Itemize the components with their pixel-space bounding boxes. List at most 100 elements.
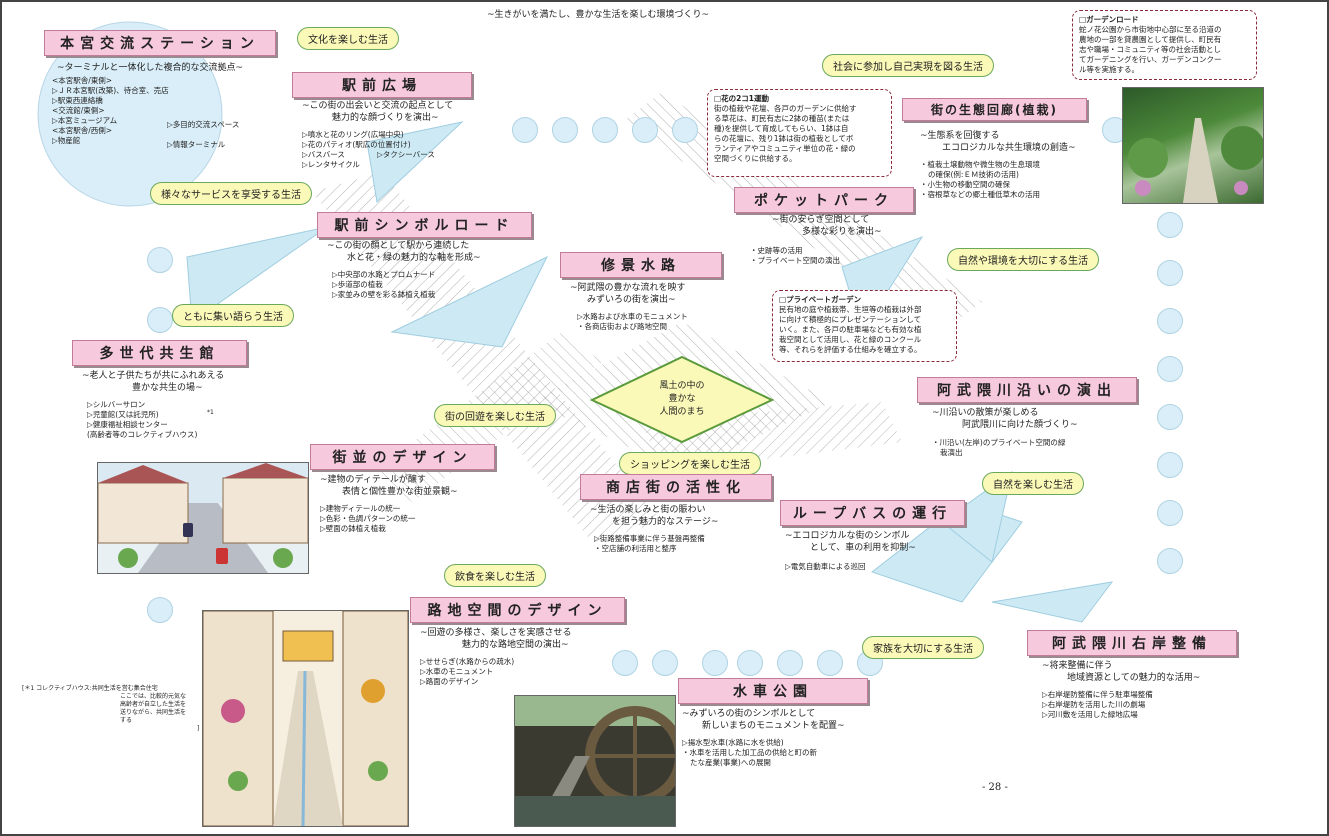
abukuma-subtitle-1: ~川沿いの散策が楽しめる — [932, 408, 1039, 418]
symbol-subtitle-1: ~この街の顔として駅から連続した — [327, 241, 470, 251]
route-dot — [612, 650, 638, 676]
section-title-suisha: 水車公園 — [678, 678, 868, 704]
pocket-subtitle-2: 多様な彩りを演出~ — [802, 227, 882, 237]
abukuma-list: ・川沿い(左岸)のプライベート空間の緑 栽演出 — [932, 438, 1066, 457]
tasedai-subtitle-1: ~老人と子供たちが共にふれあえる — [82, 371, 225, 381]
note-hana: □花の2コ1運動 街の植栽や花壇、各戸のガーデンに供給す る草花は、町民有志に2… — [707, 89, 892, 177]
ekimae-list: ▷噴水と花のリング(広場中央) ▷花のパティオ(駅広の位置付け) ▷バスバース … — [302, 130, 411, 169]
route-dot — [737, 650, 763, 676]
route-dot — [1157, 212, 1183, 238]
hongu-list: <本宮駅舎/東側> ▷ＪＲ本宮駅(改築)、待合室、売店 ▷駅東西連絡橋 <交流館… — [52, 76, 169, 145]
shukei-subtitle-1: ~阿武隈の豊かな流れを映す — [570, 283, 686, 293]
footnote: [＊1 コレクティブハウス:共同生活を営む集合住宅 ここでは、比較的元気な 高齢… — [22, 685, 200, 732]
route-dot — [1157, 356, 1183, 382]
suisha-subtitle-2: 新しいまちのモニュメントを配置~ — [702, 721, 845, 731]
section-title-shukei: 修景水路 — [560, 252, 722, 278]
route-dot — [1157, 404, 1183, 430]
hongu-subtitle: ~ターミナルと一体化した複合的な交流拠点~ — [57, 63, 244, 73]
route-dot — [702, 650, 728, 676]
center-concept: 風土の中の 豊かな 人間のまち — [647, 380, 717, 419]
street-illustration — [97, 462, 309, 574]
section-title-abukuma: 阿武隈川沿いの演出 — [917, 377, 1137, 403]
lifestyle-stroll: 街の回遊を楽しむ生活 — [434, 404, 556, 427]
route-dot — [147, 307, 173, 333]
triangle-1 — [366, 121, 464, 204]
page-number: - 28 - — [982, 782, 1008, 793]
triangle-3 — [390, 255, 549, 348]
section-title-loop-bus: ループバスの運行 — [780, 500, 965, 526]
shotengai-list: ▷街路整備事業に伴う基盤再整備 ・空店舗の利活用と整序 — [594, 534, 705, 553]
ekimae-list-b: ▷タクシーバース — [377, 150, 435, 159]
center-line-1: 風土の中の — [659, 381, 705, 391]
route-dot — [1157, 308, 1183, 334]
route-dot — [592, 117, 618, 143]
route-dot — [512, 117, 538, 143]
suisha-list: ▷揚水型水車(水路に水を供給) ・水車を活用した加工品の供給と町の新 たな産業(… — [682, 738, 817, 767]
lifestyle-food: 飲食を楽しむ生活 — [444, 564, 546, 587]
lifestyle-shopping: ショッピングを楽しむ生活 — [619, 452, 761, 475]
route-dot — [817, 650, 843, 676]
section-title-ecology: 街の生態回廊(植栽) — [902, 98, 1087, 121]
ekimae-subtitle-2: 魅力的な顔づくりを演出~ — [332, 113, 439, 123]
pocket-subtitle-1: ~街の安らぎ空間として — [772, 215, 870, 225]
center-line-2: 豊かな — [668, 394, 696, 404]
loopbus-subtitle-1: ~エコロジカルな街のシンボル — [785, 531, 910, 541]
section-title-uganzen: 阿武隈川右岸整備 — [1027, 630, 1237, 656]
triangle-2 — [186, 226, 328, 323]
machinami-list: ▷建物ディテールの統一 ▷色彩・色調パターンの統一 ▷壁面の鉢植え植栽 — [320, 504, 416, 533]
roji-subtitle-1: ~回遊の多様さ、楽しさを実感させる — [420, 628, 572, 638]
hatch-band-nw — [312, 172, 662, 542]
route-dot — [147, 597, 173, 623]
route-dot — [652, 650, 678, 676]
roji-subtitle-2: 魅力的な路地空間の演出~ — [462, 640, 569, 650]
machinami-subtitle-1: ~建物のディテールが醸す — [320, 475, 426, 485]
pocket-list: ・史跡等の活用 ・プライベート空間の演出 — [750, 246, 840, 265]
section-title-machinami: 街並のデザイン — [310, 444, 495, 470]
shotengai-subtitle-2: を担う魅力的なステージ~ — [612, 517, 719, 527]
waterwheel-photo — [514, 695, 676, 827]
route-dot — [1157, 260, 1183, 286]
symbol-list: ▷中央部の水路とプロムナード ▷歩道部の植栽 ▷家並みの壁を彩る鉢植え植栽 — [332, 270, 436, 299]
uganzen-subtitle-2: 地域資源としての魅力的な活用~ — [1067, 673, 1201, 683]
alley-drawing — [203, 611, 408, 826]
abukuma-subtitle-2: 阿武隈川に向けた顔づくり~ — [962, 420, 1078, 430]
route-dot — [552, 117, 578, 143]
page-header: ~生きがいを満たし、豊かな生活を楽しむ環境づくり~ — [487, 10, 710, 20]
route-dot — [632, 117, 658, 143]
loopbus-subtitle-2: として、車の利用を抑制~ — [810, 543, 916, 553]
street-drawing — [98, 463, 308, 573]
triangle-6 — [991, 581, 1114, 623]
uganzen-list: ▷右岸堤防整備に伴う駐車場整備 ▷右岸堤防を活用した川の劇場 ▷河川敷を活用した… — [1042, 690, 1153, 719]
garden-path-image — [1128, 118, 1263, 203]
uganzen-subtitle-1: ~将来整備に伴う — [1042, 661, 1113, 671]
section-title-tasedai: 多世代共生館 — [72, 340, 247, 366]
roji-list: ▷せせらぎ(水路からの疏水) ▷水車のモニュメント ▷路面のデザイン — [420, 657, 515, 686]
shukei-subtitle-2: みずいろの街を演出~ — [587, 295, 676, 305]
route-dot — [672, 117, 698, 143]
ecology-list: ・植栽土壌動物や微生物の生息環境 の確保(例:ＥＭ技術の活用) ・小生物の移動空… — [920, 160, 1040, 199]
lifestyle-services: 様々なサービスを享受する生活 — [150, 182, 312, 205]
route-dot — [1157, 548, 1183, 574]
note-private-garden: □プライベートガーデン 民有地の庭や植栽帯、生垣等の植栽は外部 に向けて積極的に… — [772, 290, 957, 362]
tasedai-subtitle-2: 豊かな共生の場~ — [132, 383, 203, 393]
suisha-subtitle-1: ~みずいろの街のシンボルとして — [682, 709, 816, 719]
section-title-symbol-road: 駅前シンボルロード — [317, 212, 532, 238]
section-title-ekimae: 駅前広場 — [292, 72, 472, 98]
ecology-subtitle-2: エコロジカルな共生環境の創造~ — [942, 143, 1076, 153]
lifestyle-culture: 文化を楽しむ生活 — [297, 27, 399, 50]
ecology-subtitle-1: ~生態系を回復する — [920, 131, 1000, 141]
tasedai-footnote-mark: *1 — [207, 409, 214, 416]
route-dot — [777, 650, 803, 676]
lifestyle-nature-env: 自然や環境を大切にする生活 — [947, 248, 1100, 271]
center-diamond — [589, 355, 775, 444]
section-title-pocket-park: ポケットパーク — [734, 187, 914, 213]
hongu-list-b: ▷多目的交流スペース ▷情報ターミナル — [167, 120, 240, 149]
lifestyle-society: 社会に参加し自己実現を図る生活 — [822, 54, 994, 77]
machinami-subtitle-2: 表情と個性豊かな街並景観~ — [342, 487, 458, 497]
note-garden-road: □ガーデンロード 蛇ノ花公園から市街地中心部に至る沿道の 農地の一部を貸農園とし… — [1072, 10, 1257, 80]
section-title-roji: 路地空間のデザイン — [410, 597, 625, 623]
route-dot — [1157, 452, 1183, 478]
lifestyle-gather: ともに集い語らう生活 — [172, 304, 294, 327]
shukei-list: ▷水路および水車のモニュメント ・各商店街および路地空間 — [577, 312, 688, 331]
